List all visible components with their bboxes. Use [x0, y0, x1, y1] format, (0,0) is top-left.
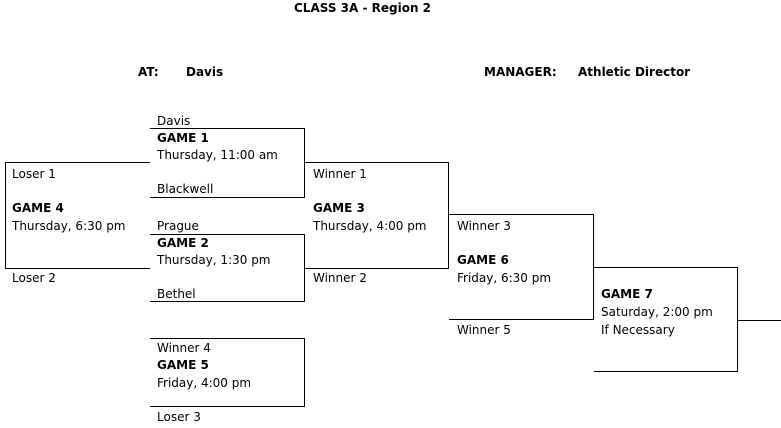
game5-right-line	[304, 338, 305, 407]
game6-name: GAME 6	[457, 253, 509, 267]
game2-top-team: Prague	[157, 219, 199, 233]
game7-top-line	[594, 267, 738, 268]
game6-bottom-team: Winner 5	[457, 323, 511, 337]
game4-left-line	[5, 162, 6, 269]
game5-top-team: Winner 4	[157, 341, 211, 355]
game7-bottom-line	[594, 371, 738, 372]
game4-top-line	[6, 162, 150, 163]
game3-time: Thursday, 4:00 pm	[313, 219, 427, 233]
game2-bottom-line	[150, 301, 305, 302]
manager-value: Athletic Director	[578, 65, 691, 79]
game4-bottom-team: Loser 2	[12, 271, 56, 285]
game6-bottom-line	[449, 319, 594, 320]
game6-top-team: Winner 3	[457, 219, 511, 233]
at-value: Davis	[186, 65, 224, 79]
game5-top-line	[150, 338, 305, 339]
game2-right-line	[304, 234, 305, 302]
game1-name: GAME 1	[157, 131, 209, 145]
game3-top-line	[305, 162, 449, 163]
game2-time: Thursday, 1:30 pm	[157, 253, 271, 267]
game1-top-team: Davis	[157, 114, 191, 128]
game4-name: GAME 4	[12, 201, 64, 215]
game4-time: Thursday, 6:30 pm	[12, 219, 126, 233]
game1-top-line	[150, 128, 305, 129]
game4-bottom-line	[6, 268, 150, 269]
game1-bottom-team: Blackwell	[157, 182, 214, 196]
game7-note: If Necessary	[601, 323, 675, 337]
game7-right-line	[737, 267, 738, 372]
champion-line	[738, 320, 781, 321]
game2-bottom-team: Bethel	[157, 287, 196, 301]
game5-bottom-line	[150, 406, 305, 407]
game3-name: GAME 3	[313, 201, 365, 215]
game7-name: GAME 7	[601, 287, 653, 301]
page-title: CLASS 3A - Region 2	[294, 1, 432, 15]
game1-bottom-line	[150, 197, 305, 198]
game1-time: Thursday, 11:00 am	[157, 148, 278, 162]
game7-time: Saturday, 2:00 pm	[601, 305, 713, 319]
game6-right-line	[593, 214, 594, 320]
at-label: AT:	[138, 65, 159, 79]
game2-top-line	[150, 234, 305, 235]
game3-bottom-line	[305, 268, 449, 269]
game5-bottom-team: Loser 3	[157, 410, 201, 424]
game3-top-team: Winner 1	[313, 167, 367, 181]
game2-name: GAME 2	[157, 236, 209, 250]
game4-top-team: Loser 1	[12, 167, 56, 181]
game1-right-line	[304, 128, 305, 198]
game3-bottom-team: Winner 2	[313, 271, 367, 285]
game6-time: Friday, 6:30 pm	[457, 271, 552, 285]
game3-right-line	[448, 162, 449, 269]
game6-top-line	[449, 214, 594, 215]
game5-name: GAME 5	[157, 358, 209, 372]
manager-label: MANAGER:	[484, 65, 557, 79]
game5-time: Friday, 4:00 pm	[157, 376, 252, 390]
